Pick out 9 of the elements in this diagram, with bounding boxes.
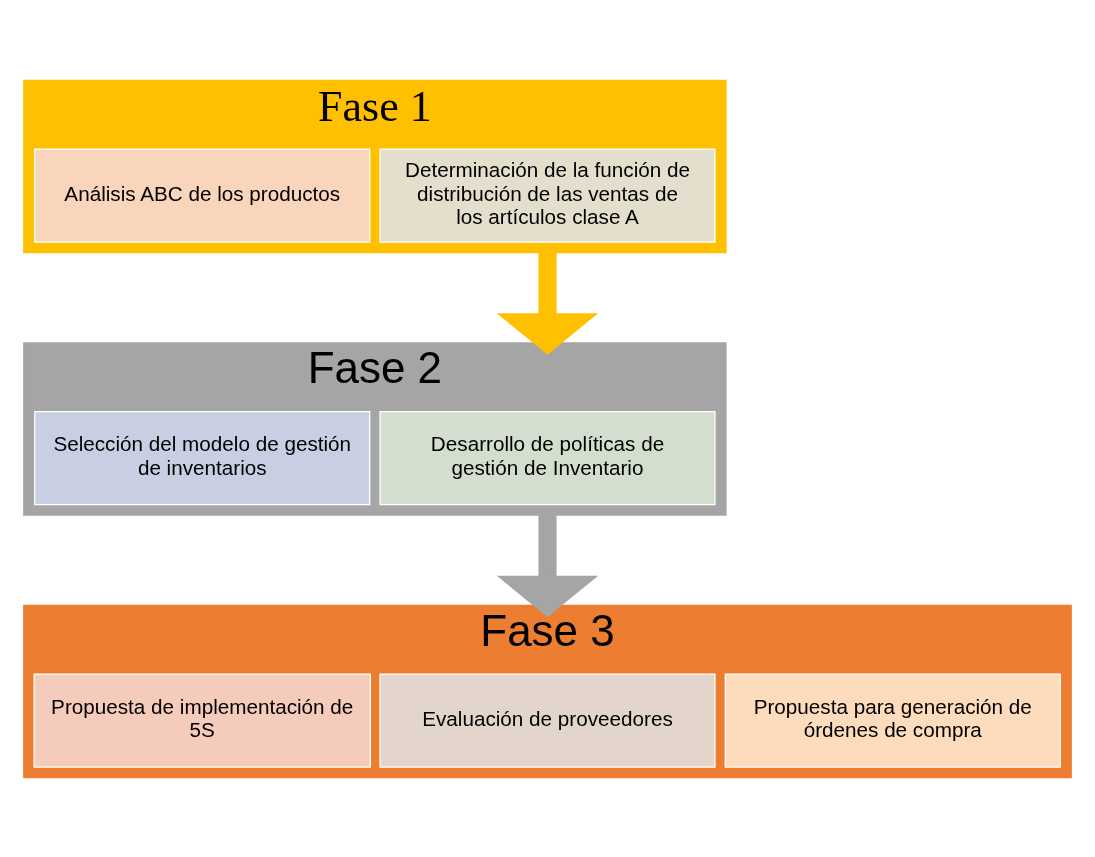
arrow [496,514,599,617]
node-box: Determinación de la función de distribución de las ventas de los artículos clase A [379,147,716,243]
node-box: Análisis ABC de los productos [34,147,371,243]
node-box: Propuesta para generación de órdenes de compra [724,672,1061,768]
node-box: Evaluación de proveedores [379,672,716,768]
arrow [496,252,599,355]
node-box: Propuesta de implementación de 5S [33,672,371,768]
node-box: Desarrollo de políticas de gestión de Inventario [379,410,716,505]
node-box: Selección del modelo de gestión de inventarios [34,410,371,505]
